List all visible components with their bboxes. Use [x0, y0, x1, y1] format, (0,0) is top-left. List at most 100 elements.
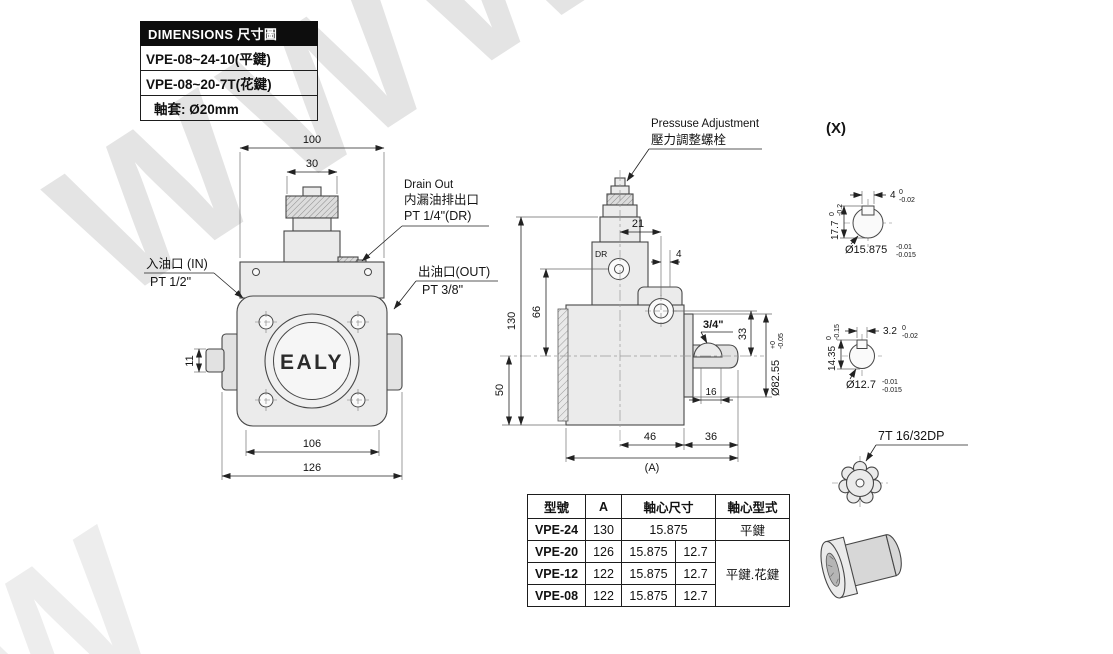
- key1-dia-value: Ø15.875: [845, 244, 887, 256]
- dim-50: 50: [494, 384, 506, 396]
- cell-shaft-1: 15.875: [621, 562, 676, 585]
- pilot-spigot: [683, 313, 694, 398]
- spline-label: 7T 16/32DP: [878, 429, 944, 443]
- dim-height: 130: [506, 312, 518, 330]
- cap-nub: [302, 186, 322, 197]
- cell-type: 平鍵: [715, 518, 790, 541]
- key2-dia-value: Ø12.7: [846, 379, 876, 391]
- dimensions-header: DIMENSIONS 尺寸圖: [140, 21, 318, 46]
- dim-46: 46: [644, 431, 656, 443]
- key1-dia-tol-bot: -0.015: [896, 252, 916, 259]
- dim-key2-height: 14.350-0.15: [826, 324, 841, 371]
- shaft-stub: [205, 348, 225, 373]
- front-view-body: EALY: [205, 186, 403, 427]
- cell-shaft-1: 15.875: [621, 584, 676, 607]
- dim-key1-height: 17.7 0-0.2: [829, 204, 844, 240]
- dim-key2-dia: Ø12.7-0.01-0.015: [846, 379, 902, 394]
- spec-table-header-row: 型號 A 軸心尺寸 軸心型式: [527, 494, 790, 519]
- pressure-adjustment-label: Pressuse Adjustment 壓力調整螺栓: [626, 118, 762, 182]
- dim-top-width: 100: [303, 134, 321, 146]
- spline-section: 7T 16/32DP: [820, 429, 968, 599]
- pilot-tol-bot: -0.05: [778, 333, 785, 349]
- cell-a: 122: [585, 584, 622, 607]
- inlet-label: 入油口 (IN) PT 1/2": [144, 257, 244, 299]
- cell-model: VPE-08: [527, 584, 586, 607]
- port-opening: [693, 342, 723, 358]
- cell-model: VPE-24: [527, 518, 586, 541]
- side-view-dimensions: 130 66 50 21 4 3/4" 33: [494, 216, 785, 474]
- dim-bolt-span: 106: [303, 438, 321, 450]
- plate-screw-left: [252, 268, 260, 276]
- dim-cap-width: 30: [306, 158, 318, 170]
- key1-height-tol-top: 0: [829, 212, 836, 216]
- table-row: VPE-20 126 15.875 12.7 平鍵.花鍵: [527, 540, 790, 607]
- dr-mark: DR: [595, 249, 607, 259]
- cell-shaft-1: 15.875: [621, 540, 676, 563]
- neck: [283, 230, 341, 263]
- cap-step: [292, 217, 332, 232]
- adjust-cap: [285, 195, 339, 219]
- cell-shaft-2: 12.7: [675, 540, 716, 563]
- rear-cover-section: [557, 308, 569, 422]
- inlet-port-text: PT 1/2": [150, 275, 191, 289]
- main-housing: [565, 304, 685, 426]
- dim-pilot-dia: Ø82.55 +0-0.05: [770, 333, 785, 396]
- key2-height-value: 14.35: [827, 346, 838, 371]
- spec-table: 型號 A 軸心尺寸 軸心型式 VPE-24 130 15.875 平鍵 VPE-…: [527, 494, 790, 607]
- key1-height-value: 17.7: [830, 220, 841, 240]
- shaft-sleeve-3d-icon: [820, 534, 902, 599]
- drain-port-text: PT 1/4"(DR): [404, 209, 471, 223]
- keyway-slot-2: [856, 339, 868, 349]
- key2-height-tol-bot: -0.15: [834, 324, 841, 340]
- cell-shaft-2: 12.7: [675, 562, 716, 585]
- key1-dia-tol-top: -0.01: [896, 244, 912, 251]
- cover-circle-inner: [273, 322, 351, 400]
- pilot-dia-value: Ø82.55: [770, 360, 782, 396]
- detail-x-title: (X): [826, 120, 846, 137]
- dim-66: 66: [531, 306, 543, 318]
- front-view: EALY 100 30: [144, 134, 498, 480]
- table-row: VPE-08 122 15.875 12.7: [527, 584, 790, 607]
- pressure-label-zh: 壓力調整螺栓: [651, 132, 727, 147]
- key2-width-value: 3.2: [883, 326, 897, 337]
- key1-width-value: 4: [890, 190, 896, 201]
- col-header-model: 型號: [527, 494, 586, 519]
- pilot-tol-top: +0: [770, 341, 777, 349]
- cell-a: 130: [585, 518, 622, 541]
- cell-shaft-2: 12.7: [675, 584, 716, 607]
- model-range-spline: VPE-08~20-7T(花鍵): [140, 71, 318, 96]
- outlet-port-text: PT 3/8": [422, 283, 463, 297]
- key2-dia-tol-bot: -0.015: [882, 387, 902, 394]
- dim-overall-width: 126: [303, 462, 321, 474]
- table-row: VPE-24 130 15.875 平鍵: [527, 518, 790, 541]
- key1-height-tol-bot: -0.2: [837, 204, 844, 216]
- dim-shaft-stub: 11: [184, 355, 196, 366]
- key1-width-tol-top: 0: [899, 189, 903, 196]
- watermark-fragment: W: [0, 488, 196, 654]
- outlet-label: 出油口(OUT) PT 3/8": [393, 265, 498, 310]
- dim-a-label: (A): [645, 462, 660, 474]
- key2-width-tol-bot: -0.02: [902, 333, 918, 340]
- shaft-sleeve-note: 軸套: Ø20mm: [140, 96, 318, 121]
- brand-logo: EALY: [280, 351, 344, 374]
- dim-36: 36: [705, 431, 717, 443]
- bolt-holes: [255, 311, 369, 411]
- key1-width-tol-bot: -0.02: [899, 197, 915, 204]
- front-view-dimensions: 100 30 11 106 126: [184, 134, 403, 480]
- spline-gear-icon: [838, 460, 882, 504]
- drain-label-zh: 内漏油排出口: [404, 192, 479, 207]
- dim-16: 16: [705, 387, 717, 398]
- col-header-shaft: 軸心尺寸: [621, 494, 716, 519]
- title-block: DIMENSIONS 尺寸圖 VPE-08~24-10(平鍵) VPE-08~2…: [140, 21, 318, 121]
- dim-33: 33: [737, 328, 749, 340]
- pressure-label-en: Pressuse Adjustment: [651, 118, 760, 130]
- side-view-body: DR: [500, 170, 764, 450]
- key2-width-tol-top: 0: [902, 325, 906, 332]
- cell-model: VPE-20: [527, 540, 586, 563]
- dim-4: 4: [676, 249, 682, 260]
- cell-model: VPE-12: [527, 562, 586, 585]
- inlet-label-text: 入油口 (IN): [146, 257, 208, 271]
